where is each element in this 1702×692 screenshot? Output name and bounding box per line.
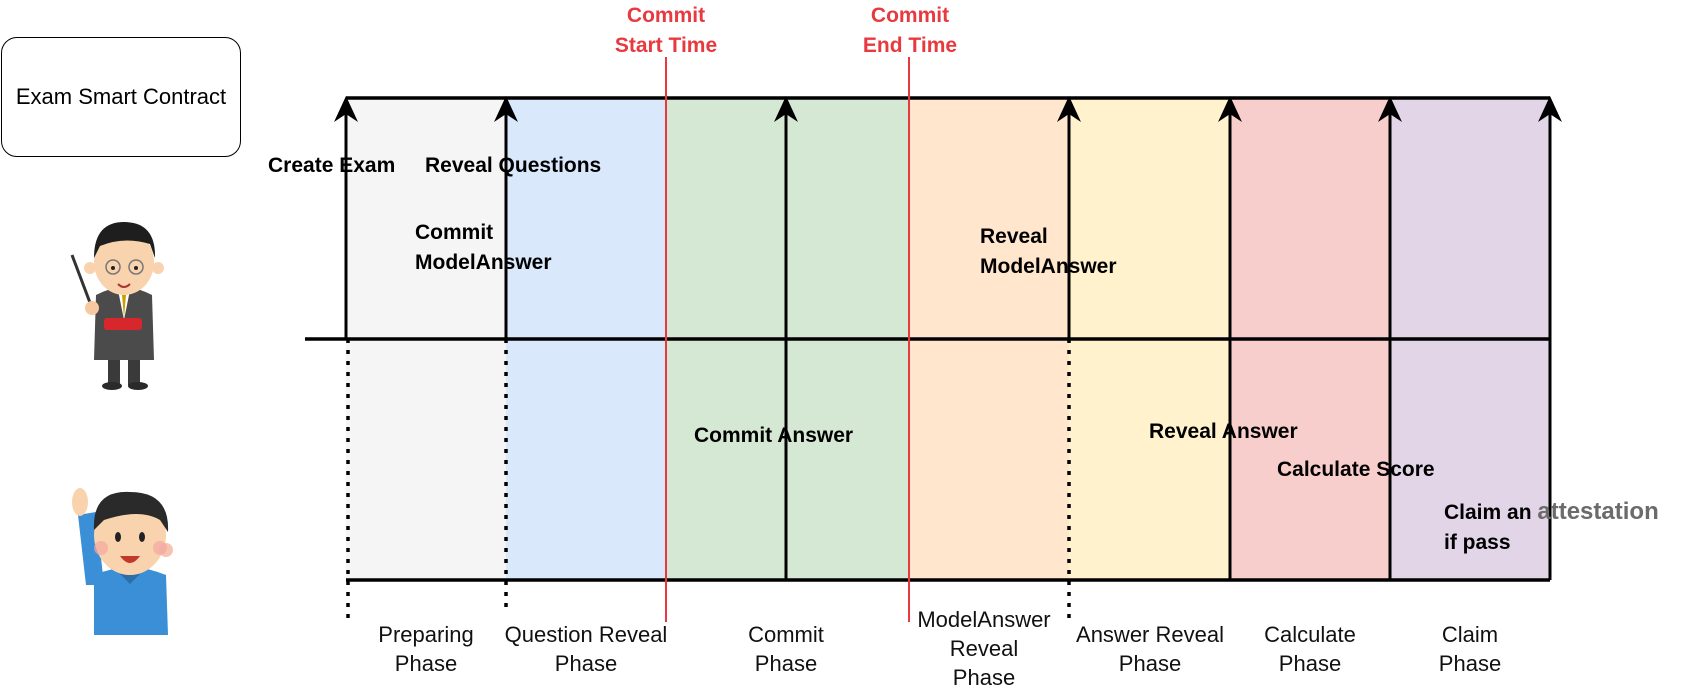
phase-answer-reveal-line1: Answer Reveal: [1076, 622, 1224, 647]
phase-label-model-answer-reveal: ModelAnswer Reveal Phase: [904, 605, 1064, 692]
commit-end-line2: End Time: [862, 34, 958, 57]
claim-line1-b: attestation: [1537, 498, 1659, 525]
claim-line1-a: Claim an: [1444, 501, 1538, 524]
commit-start-line1: Commit: [626, 4, 706, 27]
phase-label-claim: Claim Phase: [1400, 620, 1540, 678]
phase-label-commit: Commit Phase: [716, 620, 856, 678]
arrowhead-commit-answer: [774, 96, 798, 122]
phase-model-answer-reveal-line3: Phase: [952, 665, 1016, 690]
commit-start-line2: Start Time: [614, 34, 718, 57]
arrowhead-create-exam: [334, 96, 358, 122]
create-exam-label: Create Exam: [268, 154, 396, 177]
arrowhead-reveal-questions: [494, 96, 518, 122]
phase-question-reveal-line1: Question Reveal: [504, 622, 668, 647]
phase-commit-line1: Commit: [748, 622, 824, 647]
commit-model-answer-label: Commit ModelAnswer: [415, 218, 552, 278]
commit-end-label: Commit End Time: [840, 1, 980, 61]
calculate-score-label: Calculate Score: [1277, 458, 1435, 481]
phase-commit-line2: Phase: [754, 651, 818, 676]
phase-calculate-line2: Phase: [1278, 651, 1342, 676]
phase-answer-reveal-line2: Phase: [1118, 651, 1182, 676]
claim-line2: if pass: [1444, 531, 1511, 554]
phase-calculate-line1: Calculate: [1264, 622, 1356, 647]
phase-label-calculate: Calculate Phase: [1240, 620, 1380, 678]
reveal-model-answer-label: Reveal ModelAnswer: [980, 222, 1117, 282]
reveal-model-answer-line1: Reveal: [980, 225, 1048, 248]
commit-end-line1: Commit: [870, 4, 950, 27]
phase-preparing-line1: Preparing: [378, 622, 474, 647]
phase-claim-line2: Phase: [1438, 651, 1502, 676]
phase-label-preparing: Preparing Phase: [356, 620, 496, 678]
contract-box: Exam Smart Contract: [1, 37, 241, 157]
commit-model-answer-line2: ModelAnswer: [415, 251, 552, 274]
contract-label: Exam Smart Contract: [15, 84, 227, 109]
phase-preparing-line2: Phase: [394, 651, 458, 676]
commit-start-label: Commit Start Time: [596, 1, 736, 61]
phase-question-reveal-line2: Phase: [554, 651, 618, 676]
commit-answer-label: Commit Answer: [694, 424, 854, 447]
phase-model-answer-reveal-line2: Reveal: [949, 636, 1019, 661]
phase-claim-line1: Claim: [1441, 622, 1499, 647]
phase-label-answer-reveal: Answer Reveal Phase: [1057, 620, 1243, 678]
arrowhead-calculate-score: [1378, 96, 1402, 122]
reveal-answer-label: Reveal Answer: [1149, 420, 1298, 443]
arrowhead-reveal-answer: [1218, 96, 1242, 122]
teacher-icon: [70, 222, 164, 390]
student-icon: [72, 488, 173, 635]
reveal-questions-label: Reveal Questions: [425, 154, 602, 177]
commit-model-answer-line1: Commit: [415, 221, 494, 244]
arrowhead-claim: [1538, 96, 1562, 122]
phase-model-answer-reveal-line1: ModelAnswer: [917, 607, 1051, 632]
claim-line1: Claim an attestation: [1444, 497, 1659, 528]
claim-attestation-label: Claim an attestation if pass: [1444, 497, 1659, 558]
reveal-model-answer-line2: ModelAnswer: [980, 255, 1117, 278]
phase-label-question-reveal: Question Reveal Phase: [486, 620, 686, 678]
arrowhead-reveal-model-answer: [1057, 96, 1081, 122]
